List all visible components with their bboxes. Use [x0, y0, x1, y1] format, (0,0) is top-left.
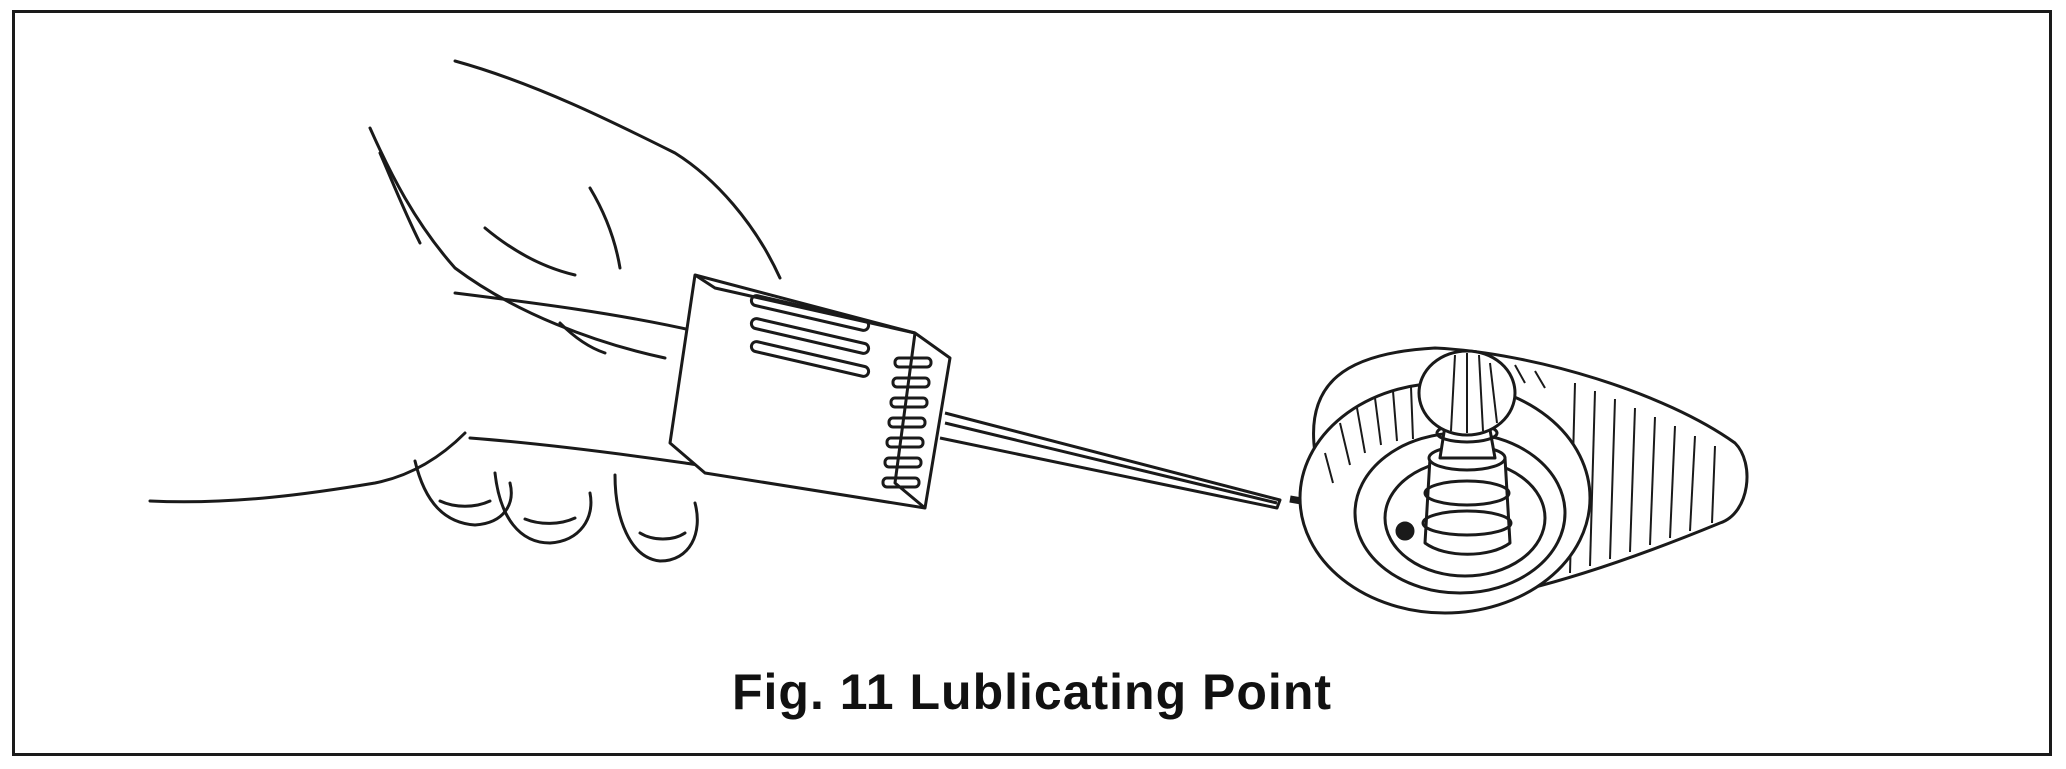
- illustration: [148, 59, 1749, 615]
- figure-caption: Fig. 11 Lublicating Point: [731, 664, 1333, 720]
- figure-frame: Fig. 11 Lublicating Point: [12, 10, 2052, 756]
- oil-can-icon: [668, 273, 1282, 510]
- lubrication-fitting-icon: [1298, 346, 1749, 615]
